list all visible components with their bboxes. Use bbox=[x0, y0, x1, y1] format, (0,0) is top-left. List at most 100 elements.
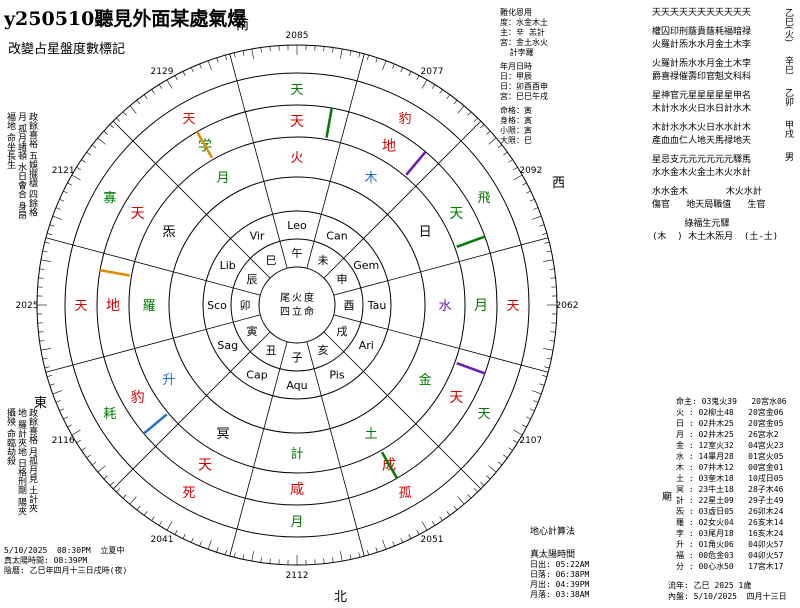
direction-west: 西 bbox=[552, 176, 566, 191]
outer-tick bbox=[103, 475, 108, 480]
house-label: 子 bbox=[292, 351, 303, 364]
zodiac-label: Lib bbox=[220, 259, 236, 272]
sector-divider bbox=[112, 331, 271, 490]
outer-tick bbox=[358, 52, 361, 58]
outer-tick bbox=[457, 105, 465, 114]
outer-tick bbox=[44, 366, 50, 369]
outer-tick bbox=[233, 52, 236, 58]
far-right-row: 星神官元星星星星星甲名 bbox=[652, 91, 752, 101]
outer-tick bbox=[539, 224, 545, 227]
info-line: 主：辛 羔計 bbox=[500, 28, 545, 37]
planet-table-row: 日 : 02井木25 20宮金05 bbox=[676, 419, 784, 428]
house-label: 未 bbox=[318, 254, 329, 267]
outer-tick bbox=[366, 550, 369, 556]
outer-tick bbox=[76, 439, 81, 444]
left-notes-top: 政餘喜裕 五娛擺穩 四餘格月 孤月諸頓 水日會合 身昂福地 命坐長生 bbox=[5, 112, 37, 220]
sector-divider bbox=[45, 314, 261, 373]
outer-tick bbox=[349, 554, 352, 560]
star-glyph: 地 bbox=[382, 139, 396, 155]
outer-tick bbox=[158, 521, 163, 526]
outer-tick bbox=[533, 400, 539, 403]
outer-tick bbox=[522, 424, 527, 428]
accent-mark bbox=[99, 269, 130, 277]
sector-divider bbox=[323, 331, 482, 490]
star-glyph: 咸 bbox=[290, 482, 304, 498]
sector-divider bbox=[333, 314, 549, 373]
far-right-row: 水水金木火金土木火水計 bbox=[652, 168, 752, 178]
outer-tick bbox=[323, 558, 325, 564]
outer-tick bbox=[544, 241, 550, 244]
outer-tick bbox=[251, 48, 254, 59]
outer-tick bbox=[546, 250, 552, 253]
outer-tick bbox=[508, 447, 513, 451]
degree-mark: 2051 bbox=[421, 535, 444, 545]
planet-table-row: 土 : 03奎木18 10戌日05 bbox=[676, 474, 784, 483]
outer-tick bbox=[182, 534, 186, 539]
outer-glyph: 天 bbox=[478, 407, 491, 422]
accent-mark bbox=[325, 107, 333, 138]
sector-divider bbox=[229, 341, 288, 557]
outer-glyph: 寡 bbox=[103, 190, 116, 206]
left-notes-bottom: 政餘喜格 月孤月見 土計夾地 羅計夾地 日格刑剛 陽夾攝殃 命臨劫殺 bbox=[5, 408, 37, 516]
outer-tick bbox=[109, 124, 114, 129]
outer-tick bbox=[503, 151, 508, 156]
planet-table-row: 孛 : 03尾月18 16亥木24 bbox=[676, 529, 784, 538]
outer-glyph: 天 bbox=[182, 112, 195, 127]
outer-glyph: 天 bbox=[74, 299, 87, 314]
house-label: 午 bbox=[292, 247, 303, 260]
planet-table-row: 計 : 22星土09 29子土49 bbox=[676, 496, 784, 505]
planet-table-side-label: 廟 bbox=[662, 492, 672, 503]
outer-tick bbox=[375, 57, 378, 63]
footer-right-line: 內盤: 5/10/2025 四月十三日 bbox=[668, 592, 787, 601]
outer-tick bbox=[116, 117, 121, 122]
outer-tick bbox=[55, 400, 61, 403]
footer-right-line: 流年: 乙巳 2025 1歲 bbox=[668, 581, 752, 590]
outer-tick bbox=[526, 190, 531, 194]
zodiac-label: Vir bbox=[250, 230, 265, 243]
outer-tick bbox=[251, 551, 254, 562]
degree-mark: 2129 bbox=[151, 67, 174, 77]
degree-mark: 2112 bbox=[286, 571, 309, 581]
center-glyph: 立 bbox=[292, 305, 302, 318]
outer-glyph: 飛 bbox=[478, 191, 491, 206]
planet-table-row: 月 : 02井木25 26宮水2 bbox=[676, 430, 779, 439]
zodiac-label: Cap bbox=[246, 368, 267, 381]
outer-tick bbox=[392, 541, 395, 547]
footer-mid-row: 日落: 06:38PM bbox=[530, 570, 590, 579]
outer-tick bbox=[508, 159, 513, 163]
far-right-panel: 天天天天天天天天天天天權囚印刑蔭貴蔭耗福暗禄火羅計炁水水月金土木李火羅計炁水水月… bbox=[652, 8, 782, 243]
wheel-ring bbox=[258, 266, 336, 344]
outer-tick bbox=[97, 465, 106, 473]
footer-mid-row: 月落: 03:38AM bbox=[530, 590, 590, 599]
star-glyph: 天 bbox=[131, 206, 145, 222]
outer-tick bbox=[366, 54, 369, 60]
outer-tick bbox=[269, 558, 271, 564]
outer-tick bbox=[382, 60, 387, 71]
outer-tick bbox=[416, 530, 420, 535]
outer-tick bbox=[67, 424, 72, 428]
outer-tick bbox=[421, 521, 428, 531]
outer-tick bbox=[467, 111, 472, 116]
footer-mid-row: 月出: 04:39PM bbox=[530, 580, 590, 589]
far-right-row: 木計水水火日水日計水木 bbox=[652, 104, 752, 114]
outer-glyph: 月 bbox=[290, 515, 303, 530]
footer-left-line: 陰曆: 乙巳年四月十三日戌時(夜) bbox=[4, 566, 128, 575]
outer-tick bbox=[59, 198, 65, 202]
outer-tick bbox=[431, 521, 436, 526]
outer-tick bbox=[531, 215, 542, 220]
sector-divider bbox=[229, 53, 288, 269]
outer-tick bbox=[488, 465, 497, 473]
outer-tick bbox=[42, 250, 48, 253]
planet-table-row: 命主: 03鬼火39 20宮水06 bbox=[676, 397, 787, 406]
planet-glyph: 日 bbox=[419, 225, 432, 240]
star-glyph: 天 bbox=[449, 390, 463, 406]
planet-glyph: 土 bbox=[364, 427, 377, 442]
outer-tick bbox=[151, 516, 155, 521]
far-right-row: 水水金木 木火水計 bbox=[652, 187, 762, 197]
accent-mark bbox=[142, 413, 168, 435]
outer-tick bbox=[39, 340, 45, 342]
outer-tick bbox=[486, 130, 491, 135]
outer-tick bbox=[86, 151, 91, 156]
info-line: 宮：巳巳午戌 bbox=[500, 92, 548, 101]
